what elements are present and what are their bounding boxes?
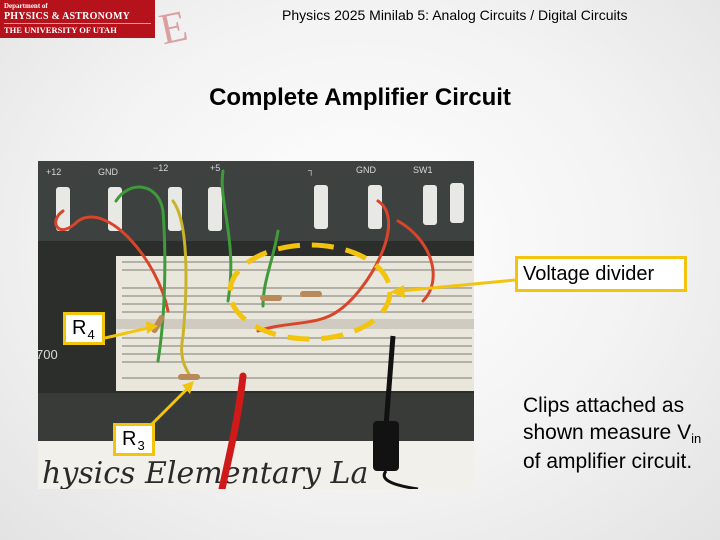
header-title: Physics 2025 Minilab 5: Analog Circuits … — [282, 7, 628, 23]
slide-title: Complete Amplifier Circuit — [209, 84, 511, 111]
voltage-divider-label: Voltage divider — [515, 256, 687, 292]
side-number: 700 — [38, 347, 58, 362]
probe-clip — [373, 335, 419, 489]
panel-label-plus12: +12 — [46, 167, 61, 177]
logo-divider — [4, 23, 151, 24]
trainer-bottom-strip — [38, 393, 474, 441]
r3-label-subscript: 3 — [137, 438, 145, 453]
clips-note-part1: Clips attached as shown measure V — [523, 394, 692, 444]
panel-label-gnd: GND — [98, 167, 119, 177]
r4-label-main: R — [72, 317, 87, 339]
clips-note-part2: of amplifier circuit. — [523, 450, 693, 473]
panel-label-pulse: ┐ — [308, 165, 314, 176]
logo-university-text: THE UNIVERSITY OF UTAH — [4, 25, 117, 35]
panel-label-minus12: −12 — [153, 163, 168, 173]
panel-label-gnd2: GND — [356, 165, 377, 175]
panel-label-sw1: SW1 — [413, 165, 433, 175]
paper-sheet — [38, 441, 474, 489]
r3-label-main: R — [122, 428, 137, 450]
logo-physics-text: PHYSICS & ASTRONOMY — [4, 11, 131, 22]
panel-label-plus5: +5 — [210, 163, 220, 173]
clips-note: Clips attached as shown measure Vin of a… — [523, 392, 718, 475]
r4-label-subscript: 4 — [87, 327, 95, 342]
handwriting-text: hysics Elementary La — [42, 456, 368, 489]
logo-department-text: Department of — [4, 2, 48, 10]
university-logo: Department of PHYSICS & ASTRONOMY THE UN… — [0, 0, 155, 38]
clips-note-subscript: in — [691, 431, 702, 446]
